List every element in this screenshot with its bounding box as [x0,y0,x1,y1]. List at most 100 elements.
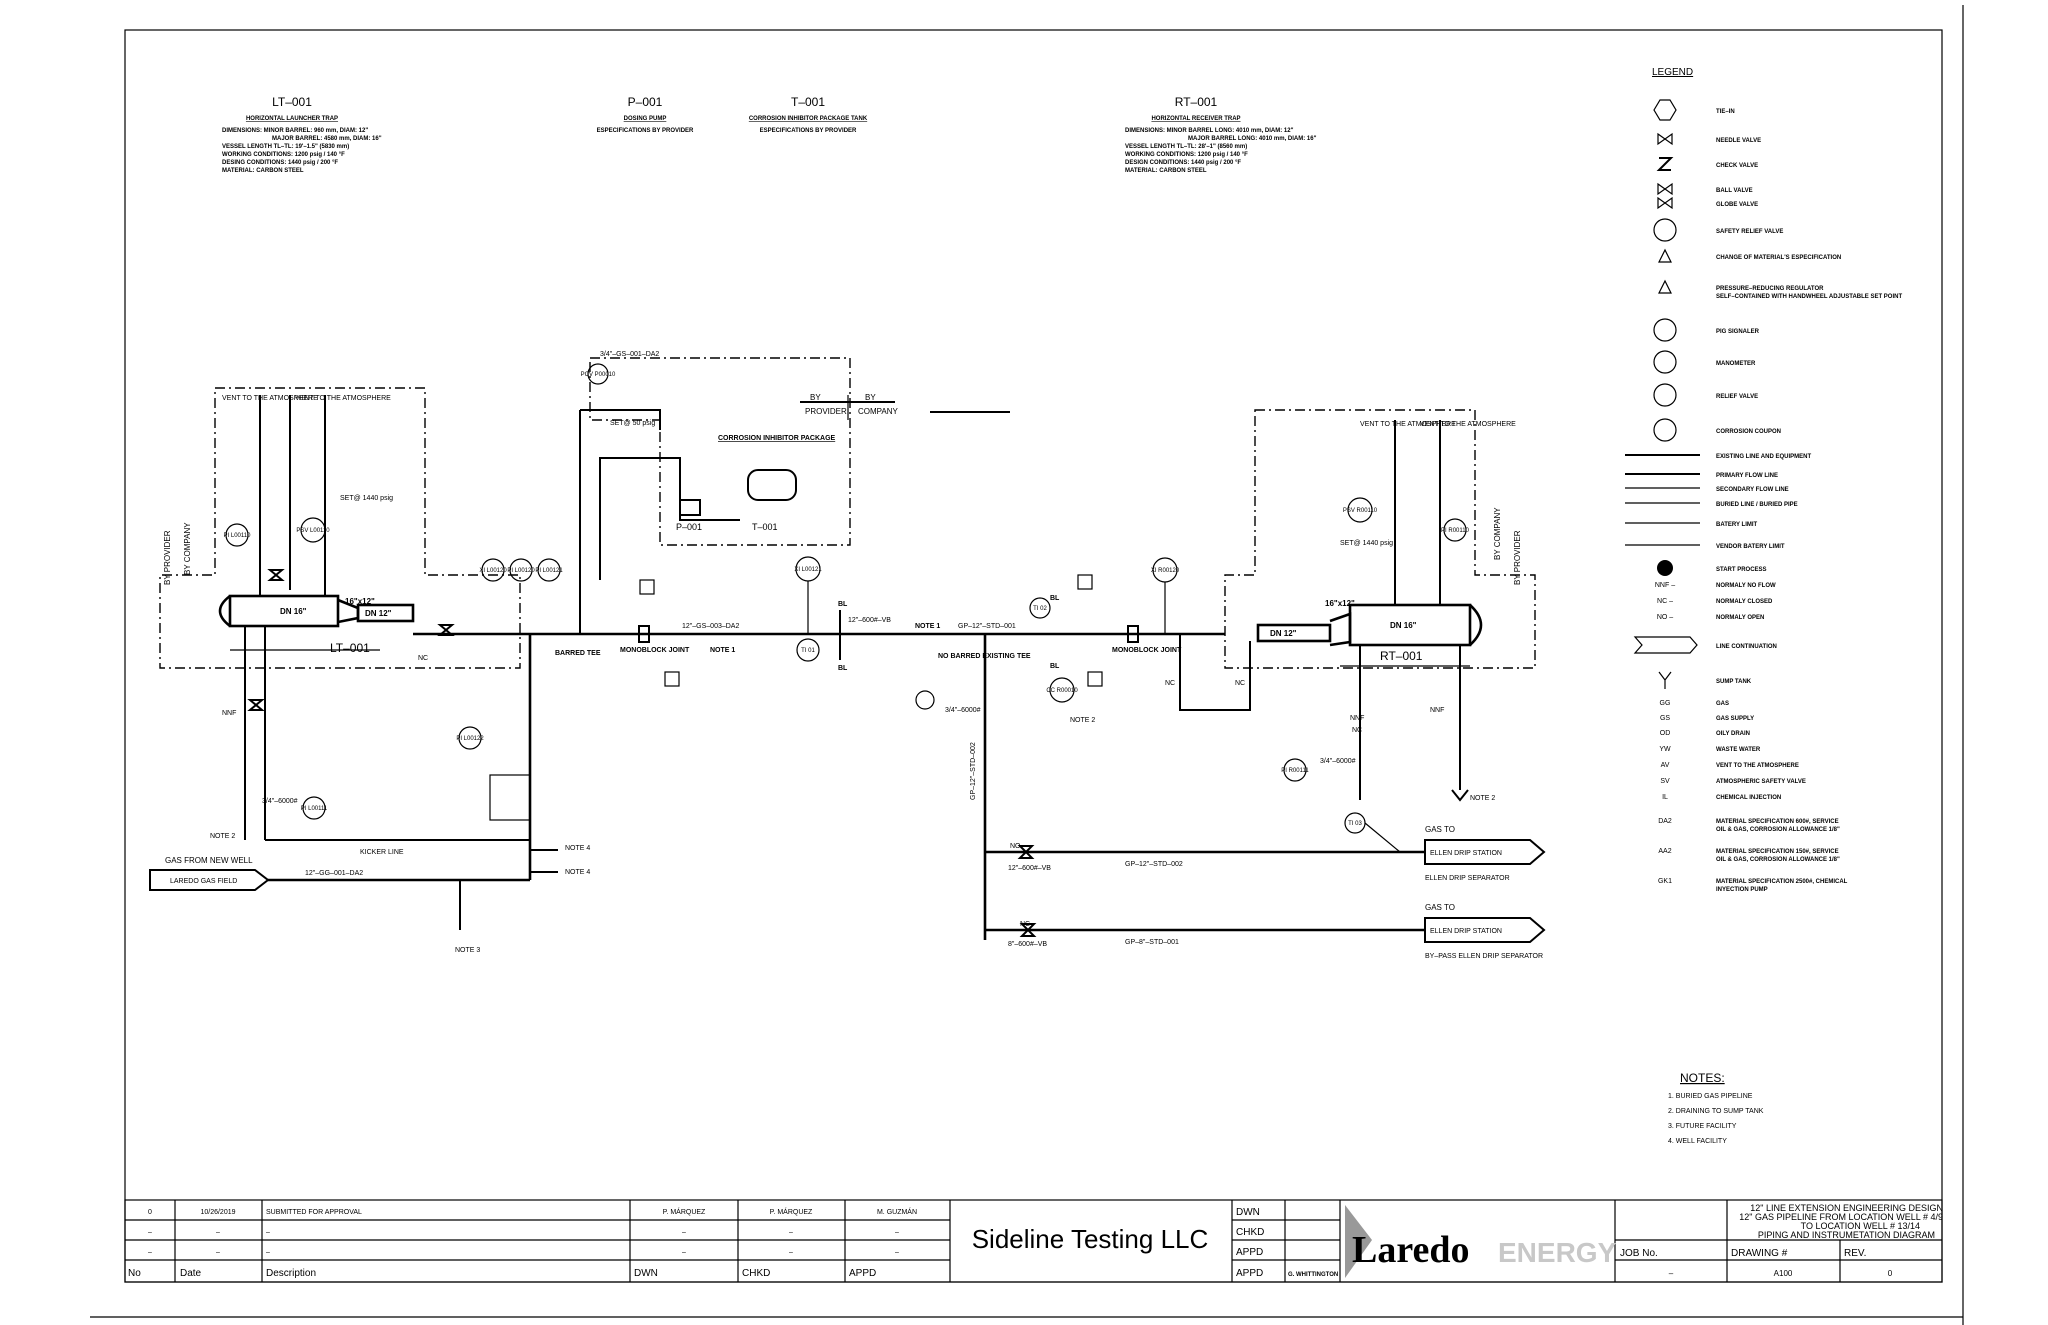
t001-tag: T–001 [791,95,825,109]
legend-item: NEEDLE VALVE [1657,132,1761,146]
lt001-header: LT–001 HORIZONTAL LAUNCHER TRAP DIMENSIO… [222,95,382,174]
legend-item: BALL VALVE [1657,182,1753,196]
legend-label: GAS SUPPLY [1716,716,1754,722]
nc-label: NC [1235,680,1245,687]
rev-cell-no: – [148,1249,152,1256]
p001-header: P–001 DOSING PUMP ESPECIFICATIONS BY PRO… [597,95,694,134]
psv-r00110-tag: PSV R00110 [1343,508,1378,514]
lt001-closure [218,594,231,628]
set50-label: SET@ 50 psig [610,420,655,427]
legend-label: ATMOSPHERIC SAFETY VALVE [1716,779,1806,785]
legend-item: BURIED LINE / BURIED PIPE [1625,502,1798,508]
t001-name: CORROSION INHIBITOR PACKAGE TANK [749,116,868,122]
receiver-vendor-limit [1224,409,1536,669]
start-process-icon [1657,560,1673,576]
provider-label: PROVIDER [805,407,847,416]
note1-label: NOTE 1 [915,623,940,630]
spec-change-box [639,579,655,595]
safety-relief-valve-icon [1653,218,1677,242]
t001-header: T–001 CORROSION INHIBITOR PACKAGE TANK E… [749,95,868,134]
valve-icon [247,699,265,711]
pi-r00111-bubble [1283,758,1307,782]
legend-abbr: GG [1660,700,1671,707]
legend-item: SECONDARY FLOW LINE [1625,487,1789,493]
bypass-line-spec-1: GP–12"–STD–002 [1125,861,1183,868]
pi-l00120-tag: PI L00120 [507,568,535,574]
sign-label: DWN [1236,1207,1260,1218]
rev-cell-chkd: P. MÁRQUEZ [770,1207,813,1216]
legend-item: MANOMETER [1653,350,1756,374]
pi-l00110-tag: PI L00110 [224,533,252,539]
nc-label: NC [1165,680,1175,687]
rev-cell-date: – [216,1229,220,1236]
check-valve-icon [1656,157,1674,171]
rev-cell-appd: M. GUZMÁN [877,1207,917,1216]
legend-label-2: OIL & GAS, CORROSION ALLOWANCE 1/8" [1716,827,1840,833]
rev-cell-chkd: – [789,1249,793,1256]
pcv-p00010-tag: PCV P00010 [581,372,616,378]
corrosion-coupon-icon [1653,418,1677,442]
ellen-sep-label: ELLEN DRIP SEPARATOR [1425,875,1510,882]
gas-from-label: GAS FROM NEW WELL [165,856,253,865]
legend-item: SUMP TANK [1658,671,1752,689]
laredo-energy-logo: Laredo ENERGY [1345,1205,1617,1278]
reducer-label: 16"x12" [345,597,375,606]
legend-abbr: NNF – [1655,582,1675,589]
logo-sub-text: ENERGY [1498,1237,1617,1268]
pi-l00111-bubble [302,796,326,820]
legend-item: PRESSURE–REDUCING REGULATORSELF–CONTAINE… [1658,279,1902,300]
cip-vendor-limit [589,357,851,546]
sump-tank-icon [1658,671,1672,689]
legend-label: VENT TO THE ATMOSPHERE [1716,763,1799,769]
bl-label: BL [1050,595,1060,602]
pi-l00120-bubble [509,558,533,582]
lt001-minor-barrel [356,603,415,623]
bl-label: BL [1050,663,1060,670]
pi-l00111-tag: PI L00111 [301,806,328,812]
psv-l00110-tag: PSV L00110 [296,528,330,534]
rt001-spec: WORKING CONDITIONS: 1200 psig / 140 °F [1125,152,1248,158]
legend-item: SAFETY RELIEF VALVE [1653,218,1783,242]
launcher-area: VENT TO THE ATMOSPHERE VENT TO THE ATMOS… [149,387,601,954]
rev-cell-chkd: – [789,1229,793,1236]
rt001-header: RT–001 HORIZONTAL RECEIVER TRAP DIMENSIO… [1125,95,1317,174]
logo-main-text: Laredo [1352,1229,1470,1271]
legend-label: VENDOR BATERY LIMIT [1716,544,1785,550]
note2-label: NOTE 2 [1070,717,1095,724]
lt001-name: HORIZONTAL LAUNCHER TRAP [246,116,338,122]
rev-cell-date: 10/26/2019 [200,1209,235,1216]
p001-spec: ESPECIFICATIONS BY PROVIDER [597,128,694,134]
chem-line-spec: 3/4"–GS–001–DA2 [600,351,659,358]
rev-cell-desc: SUBMITTED FOR APPROVAL [266,1209,362,1216]
legend-abbr: SV [1660,778,1670,785]
spec-change-box [1077,574,1093,590]
monoblock-label: MONOBLOCK JOINT [620,647,690,654]
lt001-spec: DIMENSIONS: MINOR BARREL: 960 mm, DIAM: … [222,128,368,134]
legend-item: VENDOR BATERY LIMIT [1625,544,1785,550]
valve-icon [1019,923,1037,937]
rt001-spec: MATERIAL: CARBON STEEL [1125,168,1207,174]
by-label: BY [865,393,876,402]
legend-item: SV ATMOSPHERIC SAFETY VALVE [1660,778,1806,785]
legend-label: GLOBE VALVE [1716,202,1758,208]
legend-label: CORROSION COUPON [1716,429,1781,435]
ti-02-tag: TI 02 [1033,606,1047,612]
ti-03-tag: TI 03 [1348,821,1362,827]
pi-l00122-bubble [458,726,482,750]
nnf-label: NNF [1350,715,1364,722]
legend-label: GAS [1716,701,1729,707]
valve-spec-label: 12"–600#–VB [1008,865,1051,872]
legend-label: TIE–IN [1716,109,1735,115]
drawing-title-line: 12" LINE EXTENSION ENGINEERING DESIGN [1750,1203,1943,1213]
vent-label: VENT TO THE ATMOSPHERE [1360,421,1456,428]
rev-cell-dwn: P. MÁRQUEZ [663,1207,706,1216]
legend-label: OILY DRAIN [1716,731,1750,737]
legend-label: MANOMETER [1716,361,1756,367]
legend-label: PIG SIGNALER [1716,329,1760,335]
hdr-chkd: CHKD [742,1268,770,1279]
p001-pump [679,499,701,516]
